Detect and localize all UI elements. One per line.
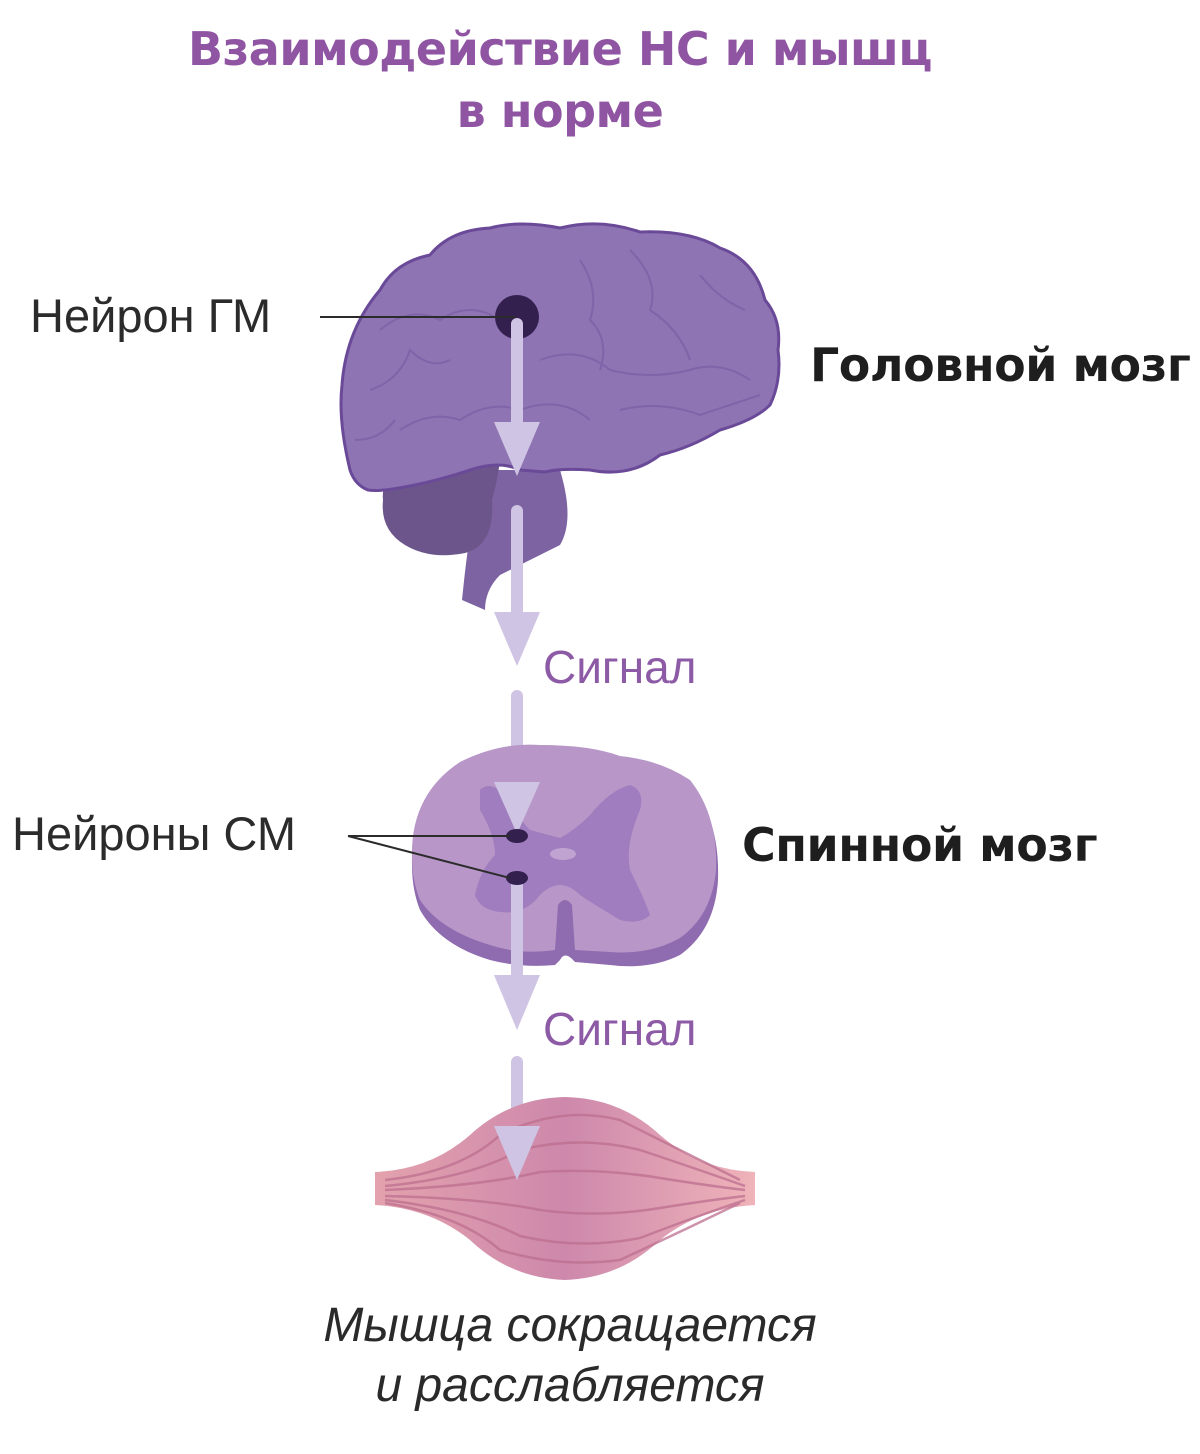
diagram-title: Взаимодействие НС и мышц в норме xyxy=(0,18,1120,142)
brain-illustration xyxy=(339,222,781,610)
arrow-head-1 xyxy=(494,422,540,476)
caption-line-2: и расслабляется xyxy=(375,1359,765,1412)
arrow-head-2 xyxy=(494,612,540,666)
arrow-shaft-2 xyxy=(511,505,523,625)
brain-gyri xyxy=(354,249,761,441)
muscle-fibers xyxy=(384,1113,746,1264)
spinal-neurons-leader-line-2 xyxy=(347,835,511,879)
arrow-head-5 xyxy=(494,1126,540,1180)
muscle-illustration xyxy=(375,1097,755,1280)
signal-label-2: Сигнал xyxy=(543,1003,697,1055)
brain-neuron-label: Нейрон ГМ xyxy=(30,289,272,342)
spinal-cord-illustration xyxy=(411,744,719,967)
arrow-head-3 xyxy=(494,782,540,834)
central-canal xyxy=(550,848,576,860)
title-line-2: в норме xyxy=(456,84,664,138)
arrow-shaft-4 xyxy=(511,878,523,988)
title-line-1: Взаимодействие НС и мышц xyxy=(188,22,933,76)
caption-line-1: Мышца сокращается xyxy=(323,1299,817,1352)
spinal-neuron-icon-upper xyxy=(506,829,528,843)
arrow-shaft-1 xyxy=(511,318,523,438)
muscle-shape xyxy=(375,1097,755,1280)
spinal-cord-label: Спинной мозг xyxy=(742,818,1098,872)
spinal-neurons-label: Нейроны СМ xyxy=(12,807,296,860)
signal-label-1: Сигнал xyxy=(543,641,697,693)
brain-neuron-icon xyxy=(495,295,539,339)
brain-label: Головной мозг xyxy=(810,338,1191,392)
muscle-caption: Мышца сокращается и расслабляется xyxy=(260,1296,880,1416)
arrow-head-4 xyxy=(494,975,540,1030)
cerebrum-shape xyxy=(339,222,781,492)
spinal-neuron-icon-lower xyxy=(506,871,528,885)
